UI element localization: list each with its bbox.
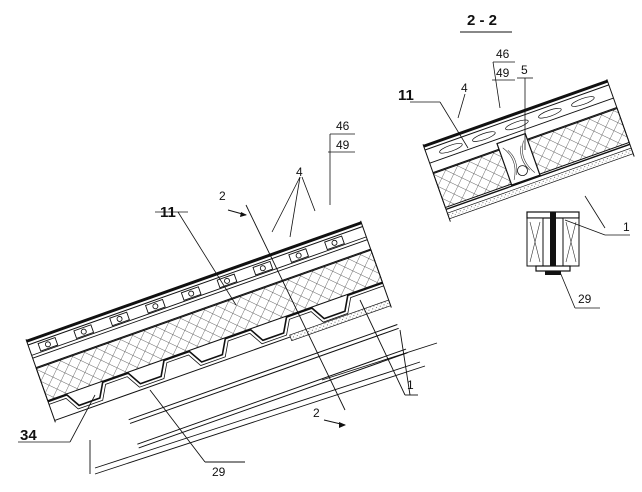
section-label-support: 1 — [623, 220, 630, 234]
label-support: 1 — [407, 378, 414, 392]
label-deck: 34 — [20, 427, 37, 444]
section-label-roof-sheet: 4 — [461, 81, 468, 95]
section-title: 2 - 2 — [467, 12, 497, 29]
wood-grain — [439, 96, 595, 154]
label-insulation: 11 — [160, 204, 176, 221]
vent-profiles — [37, 235, 345, 352]
section-steel-beam — [526, 211, 580, 275]
label-layer-46: 46 — [336, 119, 350, 133]
section-2-2-view — [410, 61, 635, 309]
main-roof-layers — [25, 220, 408, 449]
label-roof-sheet: 4 — [296, 165, 303, 179]
section-label-layer-46: 46 — [496, 47, 510, 61]
main-roof-view — [18, 133, 438, 475]
section-label-beam: 29 — [578, 292, 592, 306]
label-beam: 29 — [212, 465, 226, 479]
label-section-mark-bottom: 2 — [313, 406, 320, 420]
section-label-purlin: 5 — [521, 63, 528, 77]
label-section-mark-top: 2 — [219, 189, 226, 203]
section-roof-layers — [422, 79, 635, 222]
section-label-insulation: 11 — [398, 87, 414, 104]
section-label-layer-49: 49 — [496, 66, 510, 80]
label-layer-49: 49 — [336, 138, 350, 152]
